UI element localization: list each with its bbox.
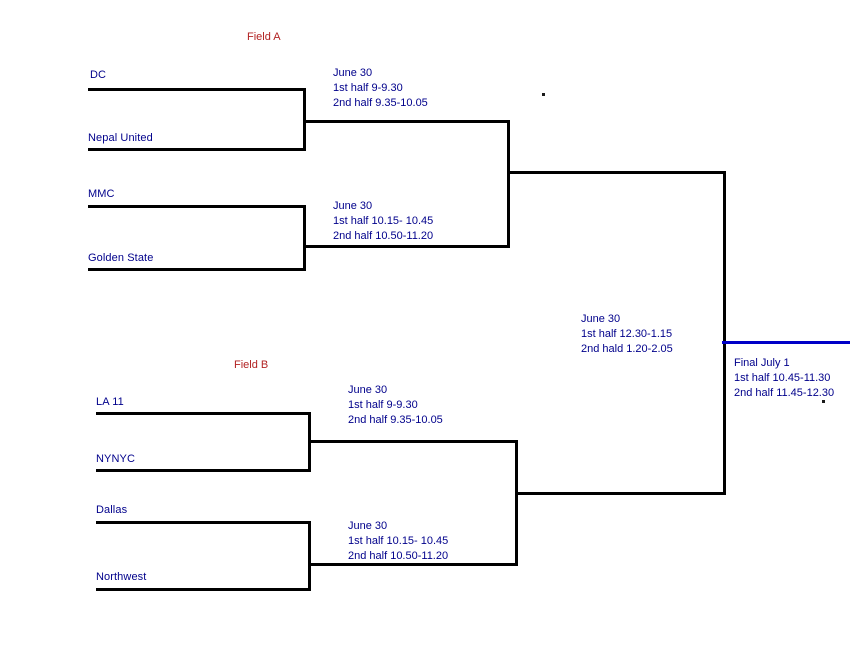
team-label-mmc: MMC xyxy=(88,188,115,200)
match-final-second-half: 2nd half 11.45-12.30 xyxy=(734,387,835,399)
connector-qf2 xyxy=(303,205,306,271)
match-info-qf4: June 30 1st half 10.15- 10.45 2nd half 1… xyxy=(348,519,448,564)
team-line-la11 xyxy=(96,412,311,415)
match-qf3-date: June 30 xyxy=(348,384,388,396)
connector-qf4 xyxy=(308,521,311,591)
match-qf1-first-half: 1st half 9-9.30 xyxy=(333,82,403,94)
match-final-first-half: 1st half 10.45-11.30 xyxy=(734,372,831,384)
connector-semifinal-bottom xyxy=(515,440,518,566)
team-label-dc: DC xyxy=(90,69,107,81)
match-qf3-second-half: 2nd half 9.35-10.05 xyxy=(348,414,443,426)
team-label-nepal-united: Nepal United xyxy=(88,132,153,144)
team-line-nepal-united xyxy=(88,148,306,151)
advance-line-qf3 xyxy=(308,440,518,443)
connector-final xyxy=(723,171,726,495)
match-qf3-first-half: 1st half 9-9.30 xyxy=(348,399,418,411)
advance-line-final xyxy=(722,341,850,344)
match-semifinal-first-half: 1st half 12.30-1.15 xyxy=(581,328,673,340)
match-info-semifinal: June 30 1st half 12.30-1.15 2nd hald 1.2… xyxy=(581,312,673,357)
team-line-nynyc xyxy=(96,469,311,472)
match-qf1-date: June 30 xyxy=(333,67,373,79)
advance-line-qf2 xyxy=(303,245,510,248)
team-label-la11: LA 11 xyxy=(96,396,124,408)
match-qf4-second-half: 2nd half 10.50-11.20 xyxy=(348,550,449,562)
field-label-a: Field A xyxy=(247,31,281,43)
match-semifinal-second-half: 2nd hald 1.20-2.05 xyxy=(581,343,673,355)
match-qf2-first-half: 1st half 10.15- 10.45 xyxy=(333,215,434,227)
connector-qf1 xyxy=(303,88,306,151)
artifact-dot-lower xyxy=(822,400,825,403)
match-semifinal-date: June 30 xyxy=(581,313,621,325)
match-qf4-date: June 30 xyxy=(348,520,388,532)
advance-line-qf1 xyxy=(303,120,510,123)
team-label-northwest: Northwest xyxy=(96,571,147,583)
advance-line-semifinal-bottom xyxy=(515,492,726,495)
match-qf1-second-half: 2nd half 9.35-10.05 xyxy=(333,97,428,109)
team-line-northwest xyxy=(96,588,311,591)
team-line-dallas xyxy=(96,521,311,524)
field-label-b: Field B xyxy=(234,359,269,371)
team-label-nynyc: NYNYC xyxy=(96,453,136,465)
match-info-final: Final July 1 1st half 10.45-11.30 2nd ha… xyxy=(734,356,834,401)
team-label-golden-state: Golden State xyxy=(88,252,154,264)
match-info-qf2: June 30 1st half 10.15- 10.45 2nd half 1… xyxy=(333,199,433,244)
team-line-dc xyxy=(88,88,306,91)
match-final-date: Final July 1 xyxy=(734,357,790,369)
team-line-mmc xyxy=(88,205,306,208)
match-qf2-second-half: 2nd half 10.50-11.20 xyxy=(333,230,434,242)
advance-line-semifinal-top xyxy=(507,171,726,174)
advance-line-qf4 xyxy=(308,563,518,566)
artifact-dot-upper xyxy=(542,93,545,96)
connector-semifinal-top xyxy=(507,120,510,248)
match-qf2-date: June 30 xyxy=(333,200,373,212)
match-qf4-first-half: 1st half 10.15- 10.45 xyxy=(348,535,449,547)
match-info-qf1: June 30 1st half 9-9.30 2nd half 9.35-10… xyxy=(333,66,428,111)
team-line-golden-state xyxy=(88,268,306,271)
team-label-dallas: Dallas xyxy=(96,504,128,516)
match-info-qf3: June 30 1st half 9-9.30 2nd half 9.35-10… xyxy=(348,383,443,428)
